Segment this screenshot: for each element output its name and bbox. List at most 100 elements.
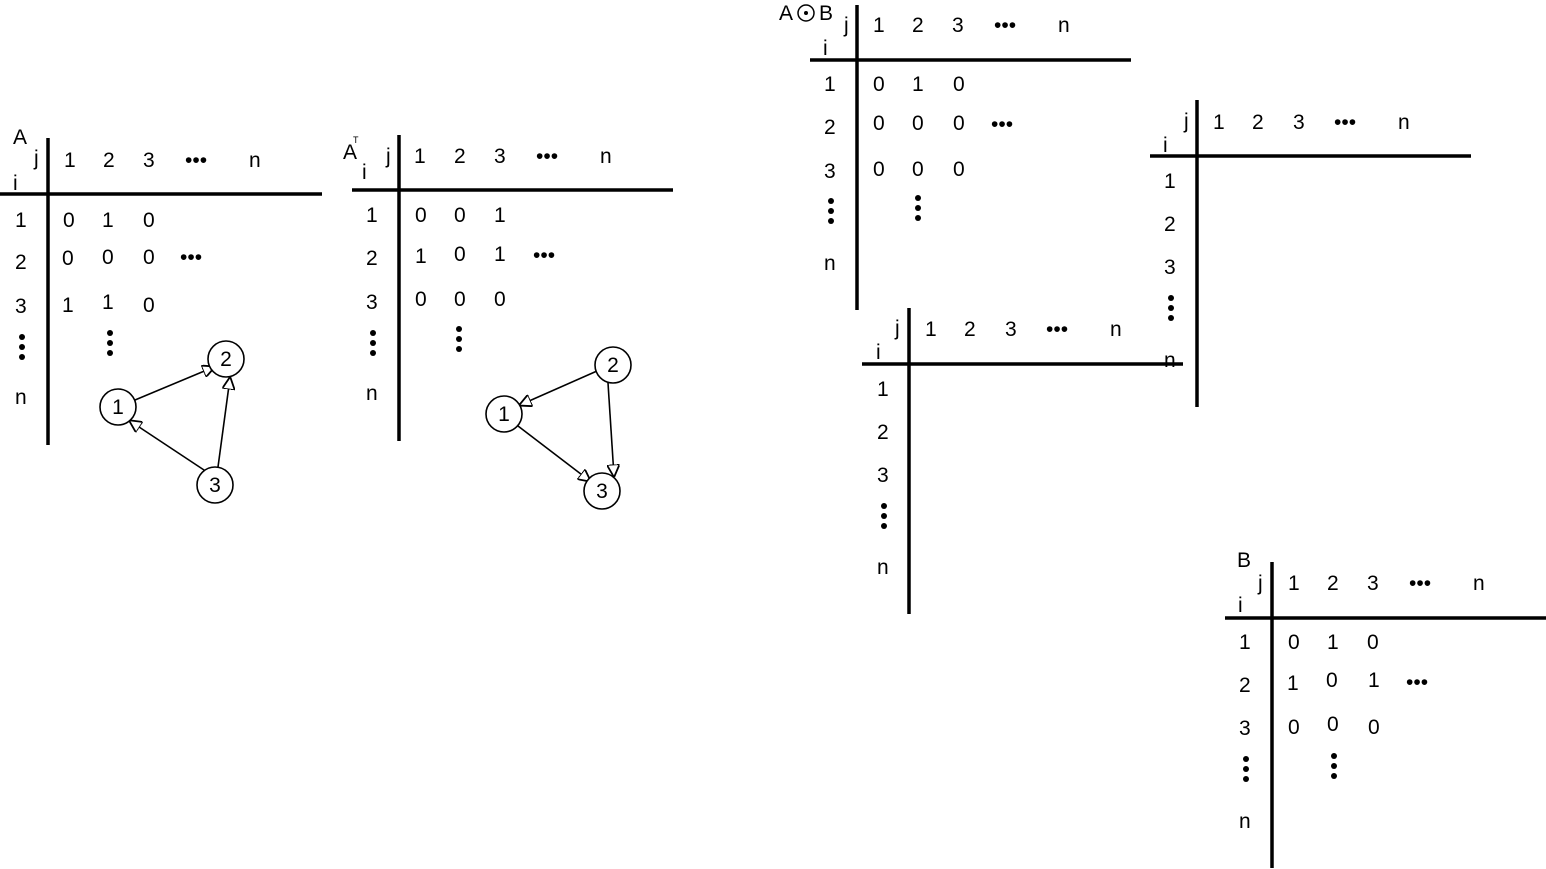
matrix-ab-title-b: B xyxy=(819,2,833,25)
row-header-1: 1 xyxy=(824,73,836,96)
cell: 1 xyxy=(494,243,506,266)
cell: 1 xyxy=(1287,672,1299,695)
cell: 1 xyxy=(62,294,74,317)
directed-graph-2: 1 2 3 xyxy=(485,346,632,510)
cell: 0 xyxy=(1327,713,1339,736)
col-header-n: n xyxy=(1110,318,1122,341)
row-ellipsis-icon xyxy=(19,334,25,360)
graph-node xyxy=(594,346,632,384)
matrix-a-transpose: A T j i 1 2 3 ••• n 1 2 3 n ••• 0 0 1 1 … xyxy=(343,135,673,441)
col-header-2: 2 xyxy=(103,149,115,172)
cell: 0 xyxy=(143,294,155,317)
row-header-3: 3 xyxy=(15,295,27,318)
matrix-a-title: A xyxy=(13,126,27,149)
empty-matrix-right: j i 1 2 3 ••• n 1 2 3 n xyxy=(1150,100,1471,407)
edge-1-to-3 xyxy=(517,425,590,481)
cell: 0 xyxy=(415,204,427,227)
col-header-1: 1 xyxy=(1213,111,1225,134)
row-header-n: n xyxy=(824,252,836,275)
col-header-3: 3 xyxy=(952,14,964,37)
empty-matrix-center: j i 1 2 3 ••• n 1 2 3 n xyxy=(862,308,1183,614)
row-header-2: 2 xyxy=(824,116,836,139)
cell-ellipsis-icon xyxy=(107,330,113,356)
col-header-3: 3 xyxy=(143,149,155,172)
col-header-2: 2 xyxy=(454,145,466,168)
edge-2-to-1 xyxy=(520,370,598,405)
cell: 0 xyxy=(912,112,924,135)
cell: 0 xyxy=(63,209,75,232)
row-header-2: 2 xyxy=(366,247,378,270)
graph-node xyxy=(485,395,523,433)
node-label: 2 xyxy=(220,348,232,371)
row-header-1: 1 xyxy=(1164,170,1176,193)
matrix-at-title: A xyxy=(343,141,357,164)
row-header-1: 1 xyxy=(877,378,889,401)
cell: 1 xyxy=(912,73,924,96)
row-header-2: 2 xyxy=(877,421,889,444)
cell-ellipsis-icon xyxy=(1331,753,1337,779)
col-header-ellipsis: ••• xyxy=(1409,572,1431,595)
col-header-ellipsis: ••• xyxy=(994,14,1016,37)
row-header-1: 1 xyxy=(15,209,27,232)
transpose-superscript: T xyxy=(353,135,359,145)
row-2-ellipsis: ••• xyxy=(533,244,555,267)
cell: 0 xyxy=(873,158,885,181)
row-2-ellipsis: ••• xyxy=(1406,671,1428,694)
col-header-n: n xyxy=(600,145,612,168)
matrix-a: A j i 1 2 3 ••• n 1 2 3 n ••• 0 1 0 0 0 … xyxy=(0,126,322,445)
node-label: 3 xyxy=(596,480,608,503)
i-label: i xyxy=(876,341,881,364)
graph-node xyxy=(207,340,245,378)
col-header-3: 3 xyxy=(1005,318,1017,341)
cell: 0 xyxy=(143,246,155,269)
row-header-3: 3 xyxy=(1239,717,1251,740)
edge-3-to-1 xyxy=(130,421,205,471)
j-label: j xyxy=(894,317,900,340)
cell: 0 xyxy=(454,243,466,266)
cell: 0 xyxy=(953,112,965,135)
col-header-ellipsis: ••• xyxy=(1334,111,1356,134)
cell: 1 xyxy=(494,204,506,227)
row-header-3: 3 xyxy=(877,464,889,487)
cell: 0 xyxy=(912,158,924,181)
i-label: i xyxy=(13,172,18,195)
col-header-1: 1 xyxy=(873,14,885,37)
graph-node xyxy=(583,472,621,510)
cell: 0 xyxy=(143,209,155,232)
row-header-3: 3 xyxy=(366,291,378,314)
cell: 1 xyxy=(102,291,114,314)
col-header-1: 1 xyxy=(925,318,937,341)
edge-2-to-3 xyxy=(608,382,614,476)
row-header-n: n xyxy=(366,382,378,405)
edge-1-to-2 xyxy=(134,367,214,401)
cell: 0 xyxy=(454,288,466,311)
cell: 0 xyxy=(873,112,885,135)
col-header-1: 1 xyxy=(64,149,76,172)
cell: 0 xyxy=(62,247,74,270)
cell: 0 xyxy=(953,73,965,96)
col-header-ellipsis: ••• xyxy=(185,149,207,172)
col-header-2: 2 xyxy=(912,14,924,37)
col-header-2: 2 xyxy=(1327,572,1339,595)
matrix-b-title: B xyxy=(1237,549,1251,572)
cell: 0 xyxy=(415,288,427,311)
row-header-3: 3 xyxy=(1164,256,1176,279)
col-header-n: n xyxy=(1473,572,1485,595)
col-header-3: 3 xyxy=(1293,111,1305,134)
cell: 1 xyxy=(1327,631,1339,654)
col-header-ellipsis: ••• xyxy=(1046,318,1068,341)
row-ellipsis-icon xyxy=(370,330,376,356)
cell: 1 xyxy=(102,209,114,232)
cell: 0 xyxy=(1288,716,1300,739)
i-label: i xyxy=(1238,594,1243,617)
col-header-2: 2 xyxy=(1252,111,1264,134)
row-2-ellipsis: ••• xyxy=(180,246,202,269)
row-header-2: 2 xyxy=(1164,213,1176,236)
row-header-3: 3 xyxy=(824,160,836,183)
i-label: i xyxy=(1163,134,1168,157)
circle-dot-operator-icon xyxy=(797,4,815,22)
cell: 0 xyxy=(953,158,965,181)
j-label: j xyxy=(33,147,39,170)
graph-node xyxy=(196,466,234,504)
